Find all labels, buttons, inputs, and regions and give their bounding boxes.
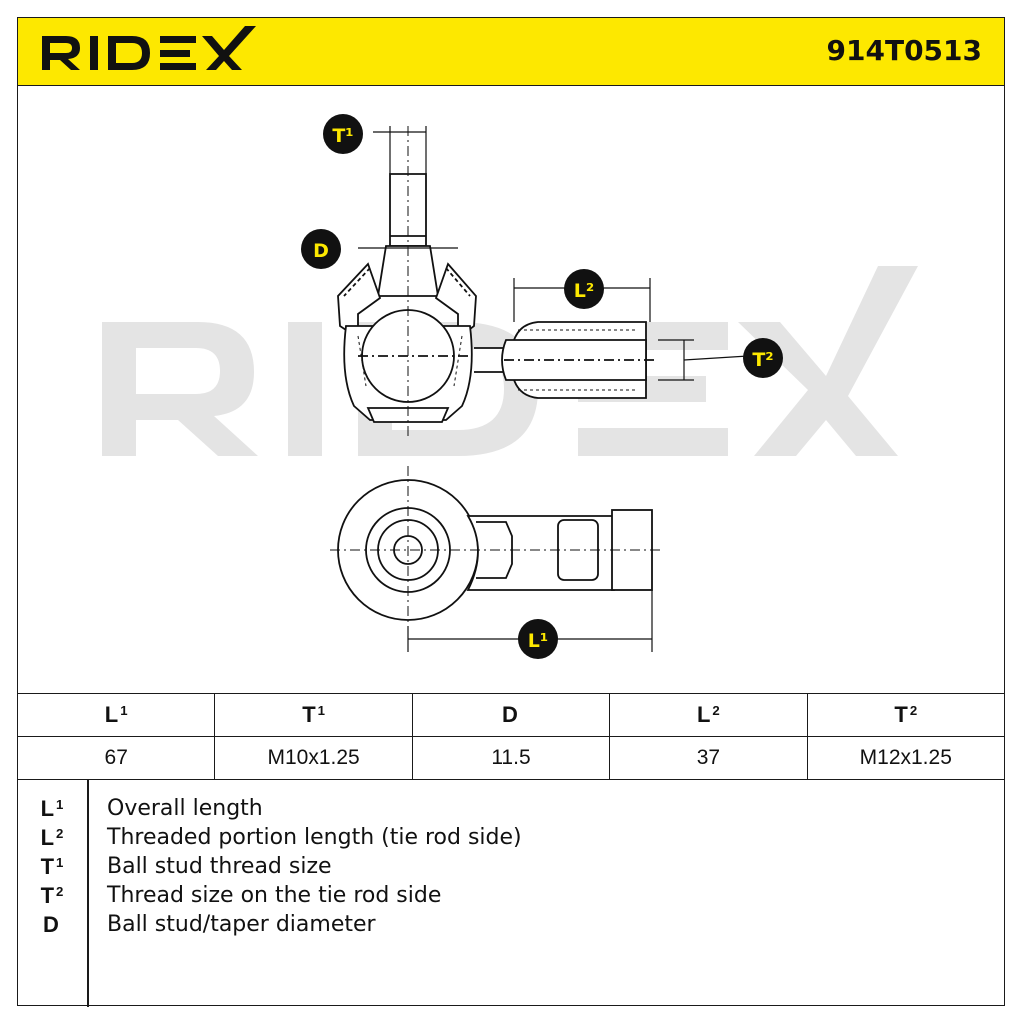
header-cell-d: D <box>411 693 611 737</box>
legend-description: Ball stud/taper diameter <box>107 912 376 937</box>
badge-t2: T² <box>743 338 783 378</box>
value-cell-t2: M12x1.25 <box>806 736 1006 780</box>
legend-item: D Ball stud/taper diameter <box>17 910 1005 939</box>
value-cell-l2: 37 <box>609 736 808 780</box>
badge-l1: L¹ <box>518 619 558 659</box>
header-bar: 914T0513 <box>17 17 1005 86</box>
technical-drawing: T¹ D L² T² L¹ <box>102 114 918 659</box>
legend-description: Ball stud thread size <box>107 854 332 879</box>
svg-text:L²: L² <box>574 280 594 302</box>
legend-divider <box>87 780 89 1007</box>
legend-description: Thread size on the tie rod side <box>107 883 442 908</box>
part-number: 914T0513 <box>826 34 982 67</box>
side-view <box>337 126 658 436</box>
value-cell-l1: 67 <box>16 736 216 780</box>
legend-description: Overall length <box>107 796 263 821</box>
value-cell-t1: M10x1.25 <box>214 736 413 780</box>
ridex-logo <box>42 26 256 70</box>
svg-text:L¹: L¹ <box>528 630 548 652</box>
svg-text:T²: T² <box>752 349 773 371</box>
badge-l2: L² <box>564 269 604 309</box>
value-cell-d: 11.5 <box>411 736 611 780</box>
svg-text:D: D <box>313 240 329 262</box>
table-value-row: 67 M10x1.25 11.5 37 M12x1.25 <box>16 736 1006 780</box>
legend-description: Threaded portion length (tie rod side) <box>107 825 522 850</box>
badge-d: D <box>301 229 341 269</box>
legend-symbol: D <box>43 912 59 937</box>
top-view <box>330 466 662 652</box>
badge-t1: T¹ <box>323 114 363 154</box>
svg-text:T¹: T¹ <box>332 125 353 147</box>
